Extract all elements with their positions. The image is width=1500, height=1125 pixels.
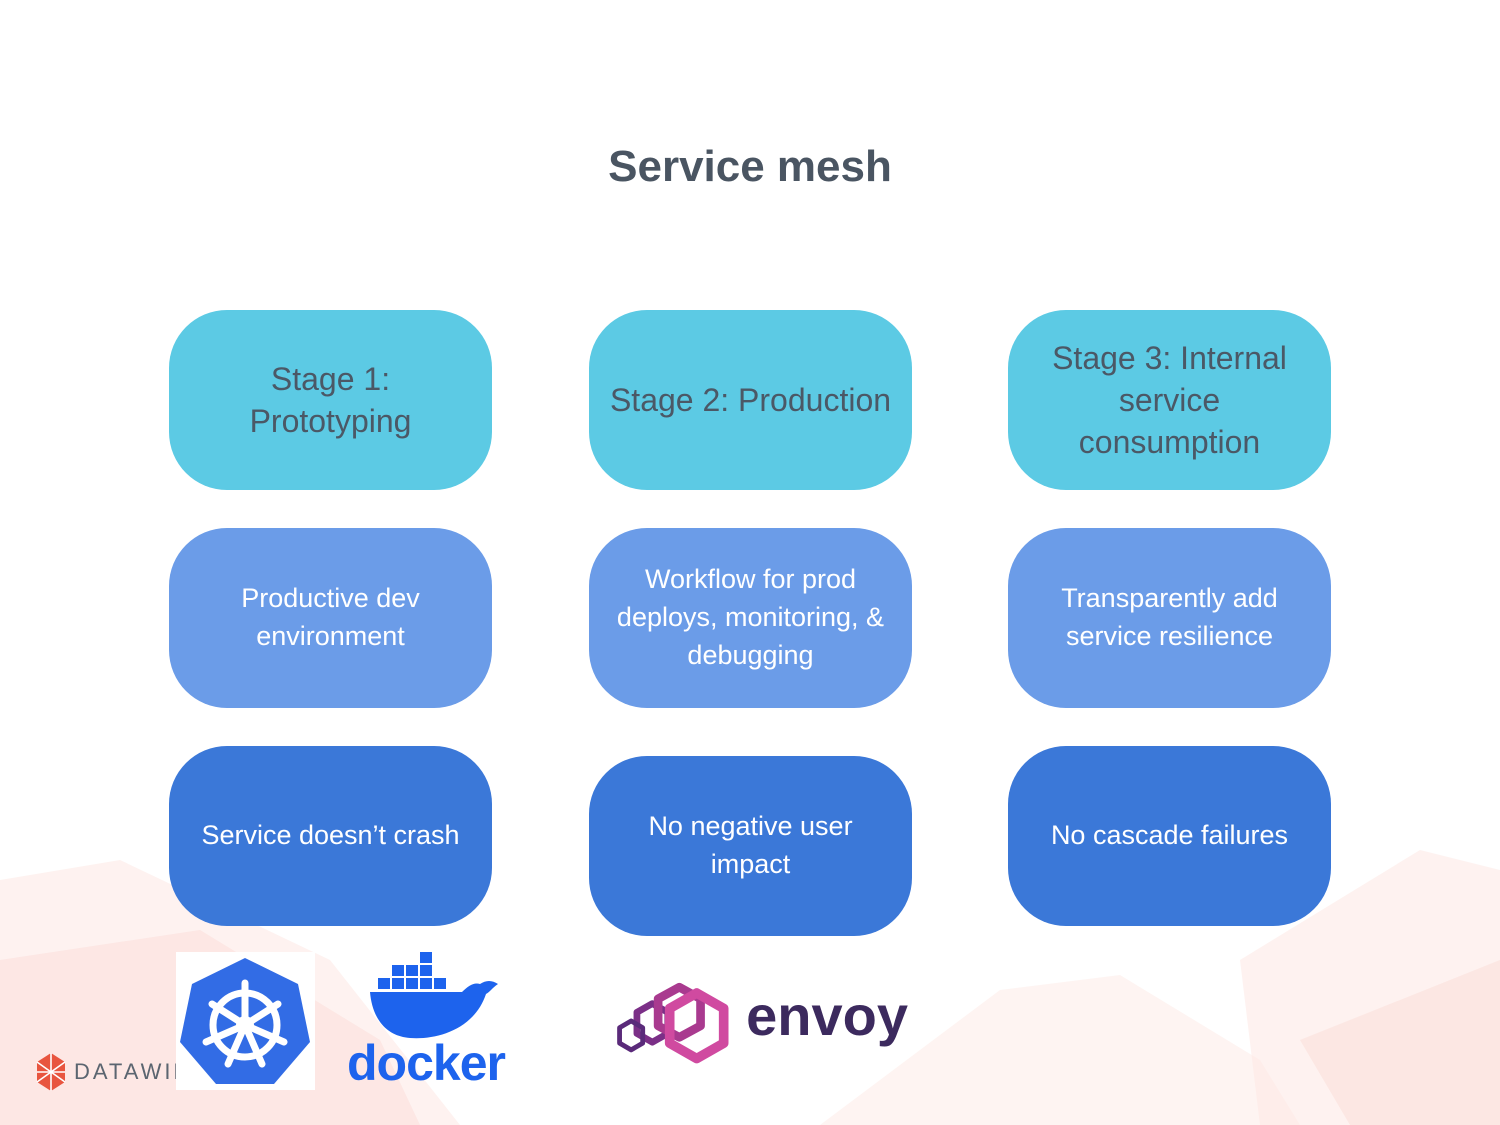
stage-2-box: Stage 2: Production xyxy=(589,310,912,490)
kubernetes-logo xyxy=(176,952,315,1090)
stage-2-need-box: Workflow for prod deploys, monitoring, &… xyxy=(589,528,912,708)
stage-1-need-box: Productive dev environment xyxy=(169,528,492,708)
datawire-hex-icon xyxy=(36,1053,66,1091)
stage-3-box: Stage 3: Internal service consumption xyxy=(1008,310,1331,490)
envoy-logo: envoy xyxy=(608,968,908,1072)
stage-3-outcome-box: No cascade failures xyxy=(1008,746,1331,926)
stage-3-need-box: Transparently add service resilience xyxy=(1008,528,1331,708)
envoy-wordmark: envoy xyxy=(746,984,908,1047)
docker-whale-icon xyxy=(370,952,498,1039)
docker-wordmark: docker xyxy=(347,1035,506,1091)
stage-1-outcome-box: Service doesn’t crash xyxy=(169,746,492,926)
slide-title: Service mesh xyxy=(608,142,892,191)
envoy-hexagon-icon xyxy=(617,982,729,1064)
stage-2-outcome-box: No negative user impact xyxy=(589,756,912,936)
stage-1-box: Stage 1: Prototyping xyxy=(169,310,492,490)
docker-logo: docker xyxy=(340,950,512,1092)
kubernetes-helm-icon xyxy=(180,958,310,1084)
